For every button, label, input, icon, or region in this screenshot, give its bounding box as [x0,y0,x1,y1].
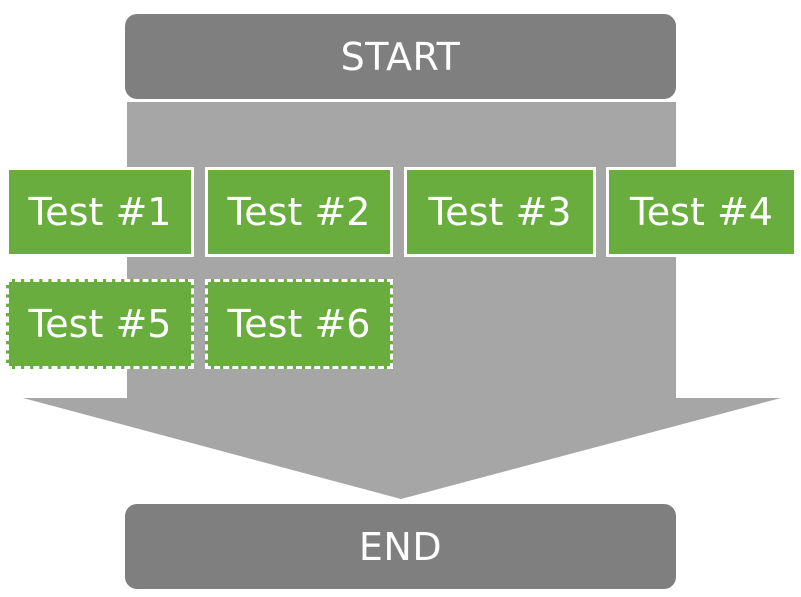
test-node-5: Test #5 [6,279,194,369]
test-node-3: Test #3 [404,167,596,257]
test-node-4: Test #4 [606,167,797,257]
test-label: Test #6 [227,302,371,346]
test-label: Test #3 [428,190,572,234]
test-label: Test #5 [28,302,172,346]
test-label: Test #1 [28,190,172,234]
end-node: END [125,504,676,589]
start-label: START [340,34,461,79]
test-label: Test #4 [630,190,773,234]
test-node-2: Test #2 [205,167,393,257]
test-node-1: Test #1 [6,167,194,257]
test-label: Test #2 [227,190,371,234]
end-label: END [358,524,443,569]
start-node: START [125,14,676,99]
test-node-6: Test #6 [205,279,393,369]
